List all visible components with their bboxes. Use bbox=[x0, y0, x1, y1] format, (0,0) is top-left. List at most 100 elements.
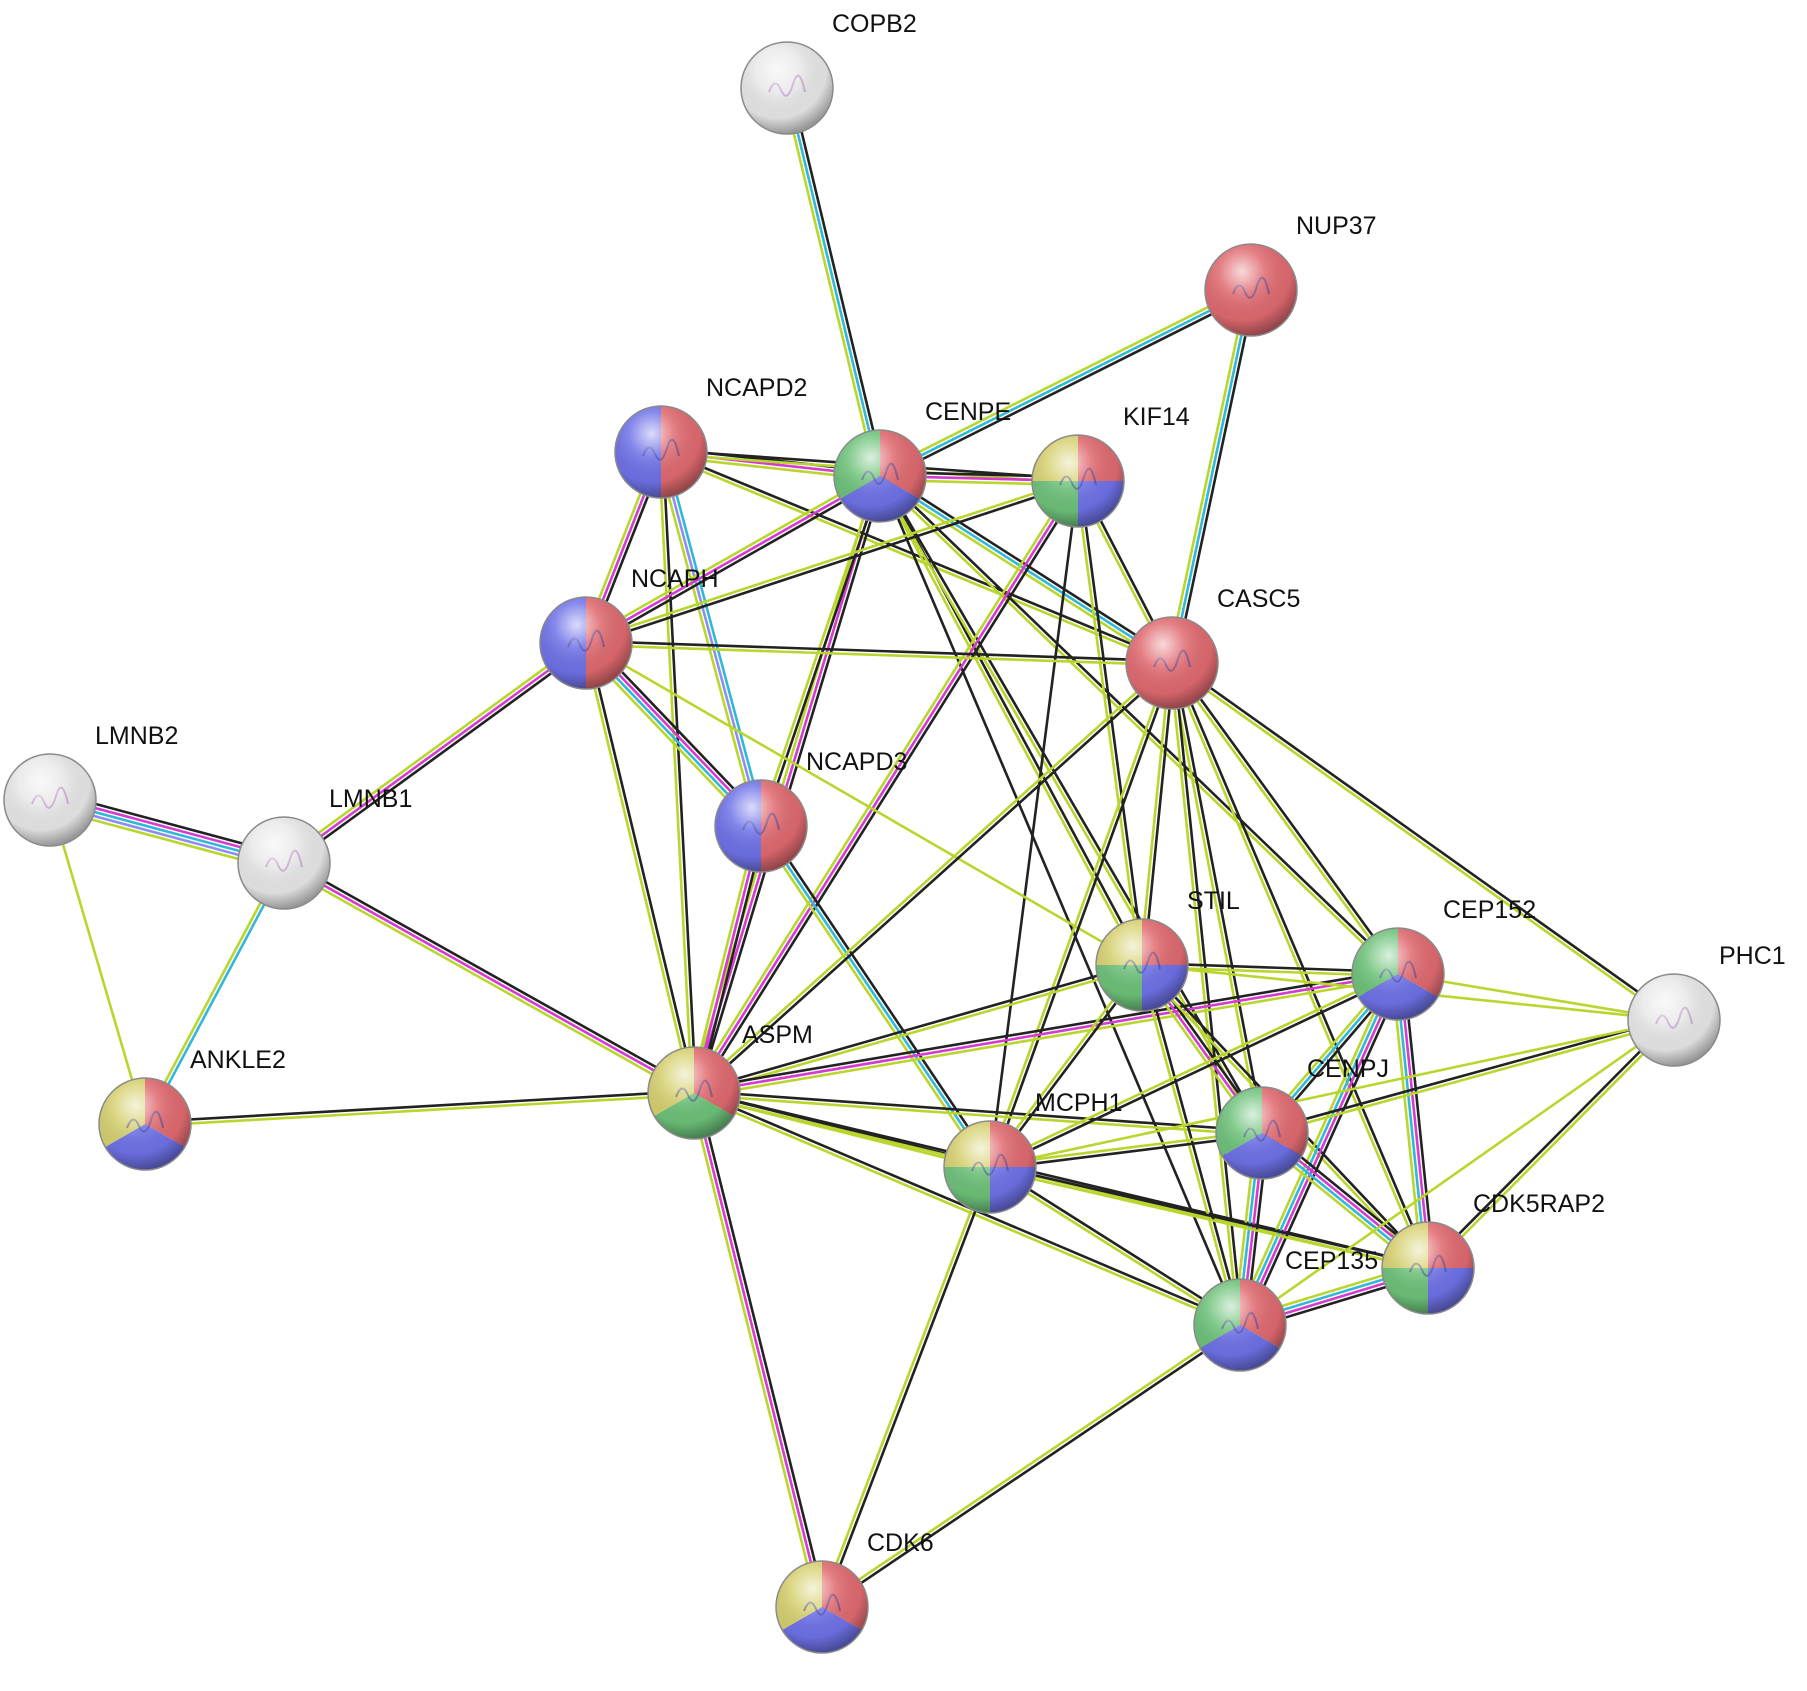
edge-lmnb2-ankle2[interactable] bbox=[48, 798, 147, 1126]
edge-strand-black bbox=[696, 481, 1083, 1097]
edge-strand-black bbox=[692, 961, 1143, 1093]
edge-aspm-stil[interactable] bbox=[692, 961, 1144, 1097]
edge-cep152-cep135[interactable] bbox=[1233, 970, 1405, 1329]
edge-strand-database bbox=[1236, 971, 1398, 1326]
edge-strand-database bbox=[1170, 288, 1253, 665]
edge-strand-black bbox=[763, 822, 995, 1167]
node-stil[interactable]: STIL bbox=[1095, 887, 1240, 1012]
edge-ncaph-stil[interactable] bbox=[584, 641, 1144, 967]
edge-strand-textmining bbox=[876, 285, 1251, 474]
edge-strand-textmining bbox=[988, 1018, 1676, 1169]
node-cdk6[interactable]: CDK6 bbox=[775, 1529, 934, 1654]
edge-kif14-aspm[interactable] bbox=[689, 477, 1083, 1097]
edge-cenpe-ncapd3[interactable] bbox=[757, 474, 884, 828]
node-phc1[interactable]: PHC1 bbox=[1627, 942, 1786, 1067]
edge-ncapd2-aspm[interactable] bbox=[657, 450, 698, 1095]
edge-strand-black bbox=[694, 663, 1175, 1096]
edge-cep152-mcph1[interactable] bbox=[987, 970, 1401, 1171]
edge-nup37-casc5[interactable] bbox=[1166, 287, 1257, 666]
edge-strand-textmining bbox=[693, 976, 1400, 1099]
edge-mcph1-cdk6[interactable] bbox=[818, 1164, 994, 1610]
edge-strand-textmining bbox=[818, 1164, 990, 1608]
edge-ncaph-lmnb1[interactable] bbox=[280, 638, 590, 868]
edge-strand-textmining bbox=[48, 798, 147, 1126]
edge-strand-experimental bbox=[692, 1091, 824, 1609]
edge-casc5-phc1[interactable] bbox=[1169, 660, 1677, 1023]
edge-cenpe-cep152[interactable] bbox=[877, 473, 1401, 977]
edge-strand-textmining bbox=[1138, 661, 1172, 967]
edge-strand-database bbox=[663, 449, 767, 827]
edge-cenpj-phc1[interactable] bbox=[1260, 1016, 1676, 1137]
edge-strand-black bbox=[586, 641, 698, 1094]
edge-ncaph-casc5[interactable] bbox=[584, 639, 1174, 667]
edge-strand-textmining bbox=[1166, 287, 1249, 664]
edge-strand-black bbox=[696, 1090, 828, 1608]
edge-strand-black bbox=[761, 475, 884, 828]
edge-strand-black bbox=[1171, 660, 1677, 1020]
edge-strand-homology bbox=[659, 450, 763, 828]
edge-strand-experimental bbox=[282, 641, 588, 865]
edge-strand-textmining bbox=[781, 87, 878, 479]
edge-cep152-cdk5rap2[interactable] bbox=[1390, 972, 1436, 1270]
edge-casc5-stil[interactable] bbox=[1138, 661, 1176, 967]
edge-strand-black bbox=[1172, 661, 1244, 1327]
edge-strand-textmining bbox=[693, 965, 1144, 1097]
edge-strand-textmining bbox=[280, 638, 585, 862]
edge-lmnb1-aspm[interactable] bbox=[280, 858, 698, 1098]
edge-strand-textmining bbox=[655, 451, 759, 829]
edge-kif14-mcph1[interactable] bbox=[988, 479, 1080, 1169]
edge-casc5-cep135[interactable] bbox=[1168, 661, 1244, 1327]
edge-casc5-mcph1[interactable] bbox=[986, 661, 1176, 1169]
edge-ncapd2-ncapd3[interactable] bbox=[655, 449, 767, 829]
edge-ankle2-aspm[interactable] bbox=[143, 1089, 696, 1128]
edge-strand-black bbox=[285, 644, 590, 868]
edge-strand-black bbox=[660, 448, 1175, 663]
edge-strand-black bbox=[880, 292, 1255, 481]
edge-casc5-cep152[interactable] bbox=[1169, 660, 1401, 977]
edge-strand-black bbox=[1172, 660, 1401, 975]
node-label: NCAPD2 bbox=[706, 374, 807, 402]
edge-strand-black bbox=[1172, 661, 1266, 1134]
node-sector-green bbox=[1032, 481, 1078, 527]
edge-mcph1-cdk5rap2[interactable] bbox=[988, 1163, 1430, 1272]
edge-strand-textmining bbox=[1428, 1020, 1677, 1271]
edge-strand-textmining bbox=[1169, 663, 1675, 1023]
edge-aspm-cdk6[interactable] bbox=[688, 1090, 828, 1610]
node-label: PHC1 bbox=[1719, 942, 1786, 970]
node-nup37[interactable]: NUP37 bbox=[1204, 212, 1377, 337]
edge-ncaph-aspm[interactable] bbox=[582, 641, 698, 1095]
edge-casc5-cenpj[interactable] bbox=[1168, 661, 1266, 1135]
edge-nup37-cenpe[interactable] bbox=[876, 285, 1255, 481]
edge-copb2-cenpe[interactable] bbox=[781, 85, 886, 479]
edge-aspm-cep152[interactable] bbox=[692, 968, 1400, 1099]
edge-casc5-aspm[interactable] bbox=[691, 660, 1175, 1096]
node-sector-white bbox=[238, 817, 330, 909]
edge-cenpe-cep135[interactable] bbox=[878, 474, 1242, 1327]
edge-strand-black bbox=[692, 1089, 1264, 1133]
edge-strand-experimental bbox=[584, 474, 882, 645]
edge-strand-textmining bbox=[1390, 973, 1424, 1270]
node-cep152[interactable]: CEP152 bbox=[1351, 896, 1536, 1021]
edge-casc5-cdk5rap2[interactable] bbox=[1168, 660, 1432, 1271]
edge-strand-textmining bbox=[1238, 1018, 1676, 1327]
node-ncapd2[interactable]: NCAPD2 bbox=[614, 374, 807, 499]
edge-strand-black bbox=[1172, 660, 1432, 1269]
edge-strand-textmining bbox=[691, 660, 1172, 1093]
edge-kif14-ncaph[interactable] bbox=[584, 477, 1080, 647]
edge-strand-textmining bbox=[584, 643, 1174, 667]
node-copb2[interactable]: COPB2 bbox=[740, 10, 917, 135]
edge-strand-textmining bbox=[688, 1092, 820, 1610]
edge-cep135-phc1[interactable] bbox=[1238, 1018, 1676, 1327]
node-kif14[interactable]: KIF14 bbox=[1031, 403, 1190, 528]
edge-strand-textmining bbox=[689, 477, 1076, 1093]
node-label: CDK6 bbox=[867, 1529, 934, 1557]
edge-strand-textmining bbox=[987, 970, 1399, 1167]
edge-cep135-cdk6[interactable] bbox=[819, 1322, 1243, 1610]
edge-cenpe-ncaph[interactable] bbox=[582, 471, 884, 648]
edge-strand-textmining bbox=[582, 642, 694, 1095]
edge-mcph1-phc1[interactable] bbox=[988, 1018, 1676, 1169]
node-sector-yellow bbox=[1096, 919, 1142, 965]
edge-strand-textmining bbox=[819, 1322, 1241, 1607]
